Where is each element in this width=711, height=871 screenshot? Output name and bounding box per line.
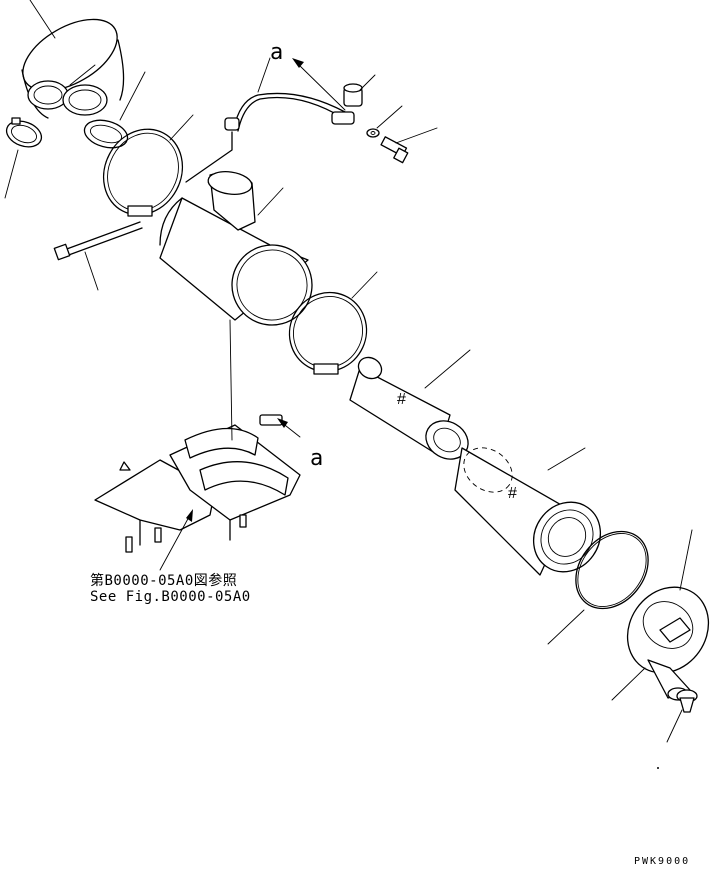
leader-bolt-short <box>395 127 438 144</box>
leader-outer-element <box>547 447 586 471</box>
rubber-cap <box>343 83 363 107</box>
callout-a-top: a <box>270 40 284 65</box>
leader-band-clamp-lower <box>351 271 378 299</box>
leader-hose-line <box>257 57 271 93</box>
washer <box>366 128 380 138</box>
cover <box>626 586 710 701</box>
leader-clamp-left <box>4 149 19 199</box>
ref-arrow <box>159 509 193 571</box>
hose-clamp-right <box>83 119 129 149</box>
mounting-bracket <box>94 414 301 553</box>
leader-hose <box>29 0 56 39</box>
inner-element-mark: # <box>397 391 406 408</box>
vacuator-valve <box>676 689 698 713</box>
inner-element <box>349 356 469 460</box>
reference-japanese: 第B0000-05A0図参照 <box>90 573 238 589</box>
vacuator-hose <box>185 92 355 183</box>
hose-clamp-left <box>5 117 43 148</box>
bolt-short <box>380 136 409 164</box>
leader-mount-link <box>229 319 233 441</box>
intake-hose <box>21 18 125 119</box>
callout-a-mid: a <box>310 446 324 471</box>
arrow-a-top <box>292 58 346 111</box>
dot-mark <box>657 767 659 769</box>
leader-inner-element <box>424 349 471 389</box>
leader-band-clamp-upper <box>169 114 194 141</box>
outer-element-mark: # <box>508 485 517 502</box>
leader-cap <box>359 74 376 91</box>
drawing-code: PWK9000 <box>634 856 691 867</box>
bolt-long <box>53 221 143 261</box>
leader-valve <box>666 709 683 743</box>
band-clamp-upper <box>102 128 184 217</box>
arrow-a-mid <box>277 418 301 438</box>
o-ring <box>575 530 649 610</box>
leader-washer <box>376 105 403 129</box>
leader-cover-top <box>679 529 693 591</box>
leader-bolt-long <box>84 251 99 291</box>
reference-english: See Fig.B0000-05A0 <box>90 589 251 605</box>
leader-clamp-right <box>119 71 146 121</box>
air-cleaner-body <box>159 171 313 326</box>
leader-body <box>257 187 284 216</box>
outer-element <box>454 447 602 576</box>
band-clamp-lower <box>288 291 368 375</box>
leader-o-ring <box>547 609 585 645</box>
leader-cover-bottom <box>611 667 646 701</box>
